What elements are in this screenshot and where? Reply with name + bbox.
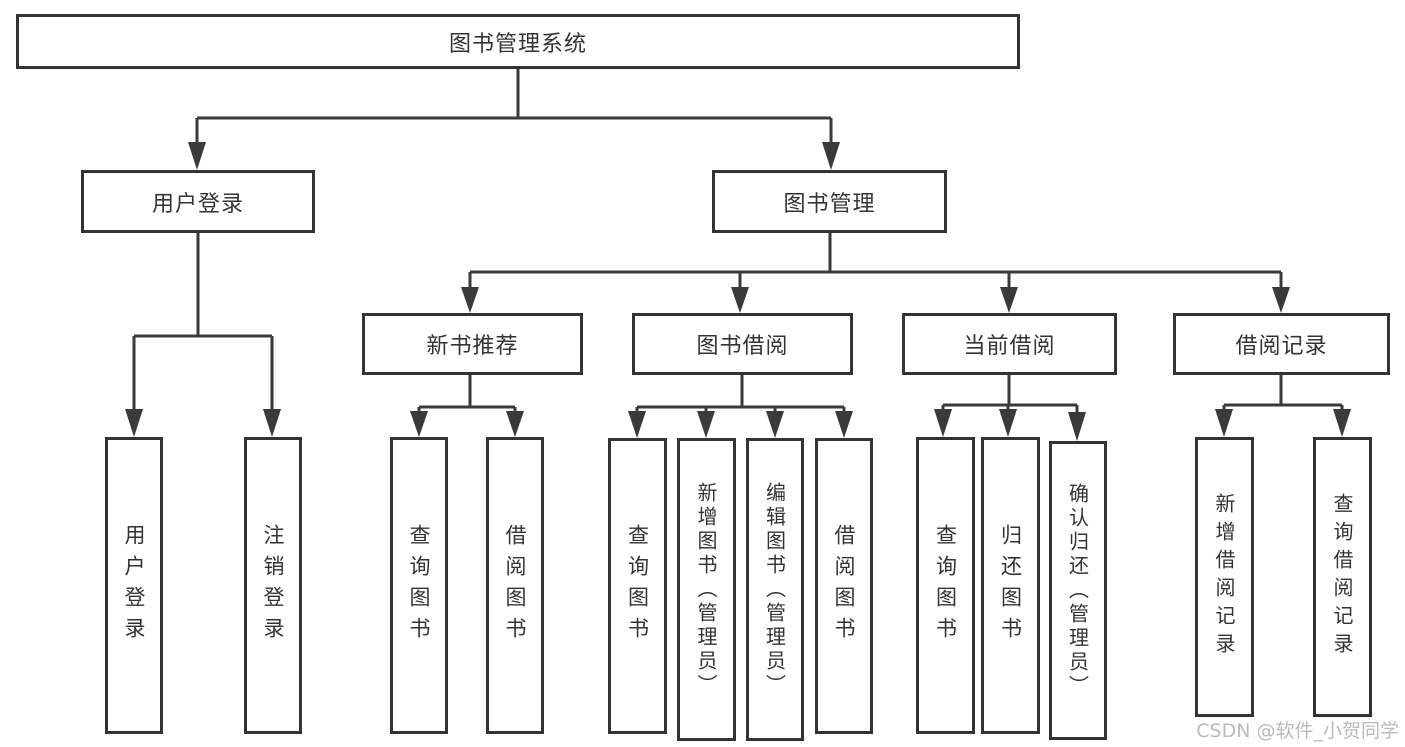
connector-new-book-rec-trunk (419, 375, 515, 409)
node-new-book-rec: 新书推荐 (362, 313, 583, 375)
node-current-borrow-label: 当前借阅 (963, 334, 1056, 359)
node-root: 图书管理系统 (16, 14, 1020, 69)
leaf-logout-label: 注销登录 (261, 523, 285, 648)
leaf-query-books-rec: 查询图书 (390, 437, 448, 734)
connector-current-borrow-trunk (943, 375, 1077, 407)
leaf-query-books-current: 查询图书 (916, 437, 975, 734)
arrowhead-leaf-user-login (125, 409, 143, 437)
leaf-query-books-rec-label: 查询图书 (407, 523, 431, 648)
leaf-borrow-books-rec: 借阅图书 (486, 437, 544, 734)
arrowhead-user-login (188, 142, 206, 170)
connector-user-login-trunk (134, 233, 272, 338)
arrowhead-leaf-borrow-books (835, 411, 853, 438)
arrowhead-leaf-logout (263, 409, 281, 437)
node-user-login-label: 用户登录 (151, 191, 244, 217)
node-user-login: 用户登录 (81, 170, 315, 233)
node-book-borrow-label: 图书借阅 (696, 334, 789, 359)
leaf-user-login: 用户登录 (105, 437, 163, 734)
connector-book-mgmt-trunk (470, 233, 1281, 274)
leaf-confirm-return: 确认归还（管理员） (1049, 441, 1107, 740)
arrowhead-leaf-add-books (697, 411, 715, 438)
arrowhead-leaf-borrow-books-rec (506, 411, 524, 437)
arrowhead-leaf-return-books (999, 409, 1017, 437)
node-current-borrow: 当前借阅 (902, 313, 1117, 375)
node-borrow-records-label: 借阅记录 (1235, 334, 1328, 359)
leaf-edit-books: 编辑图书（管理员） (746, 438, 804, 741)
connector-book-borrow-trunk (637, 375, 844, 409)
arrowhead-leaf-add-borrow-record (1215, 409, 1233, 437)
leaf-query-borrow-record-label: 查询借阅记录 (1330, 493, 1354, 661)
arrowhead-book-borrow (731, 287, 749, 313)
node-book-borrow: 图书借阅 (632, 313, 853, 375)
arrowhead-leaf-query-borrow-record (1333, 409, 1351, 437)
leaf-add-books-label: 新增图书（管理员） (694, 481, 718, 698)
leaf-logout: 注销登录 (244, 437, 302, 734)
leaf-confirm-return-label: 确认归还（管理员） (1065, 482, 1090, 699)
leaf-borrow-books-label: 借阅图书 (832, 524, 856, 648)
arrowhead-book-mgmt (822, 142, 840, 170)
leaf-query-borrow-record: 查询借阅记录 (1313, 437, 1372, 717)
arrowhead-borrow-records (1272, 287, 1290, 313)
arrowhead-leaf-edit-books (766, 411, 784, 438)
leaf-borrow-books-rec-label: 借阅图书 (503, 523, 527, 648)
connector-root-trunk (197, 69, 831, 120)
leaf-query-books-current-label: 查询图书 (933, 523, 958, 648)
node-book-mgmt-label: 图书管理 (783, 191, 876, 217)
arrowhead-leaf-query-books-rec (410, 411, 428, 437)
leaf-add-borrow-record: 新增借阅记录 (1195, 437, 1254, 717)
leaf-user-login-label: 用户登录 (122, 523, 146, 648)
arrowhead-leaf-query-books-borrow (628, 411, 646, 438)
leaf-query-books-borrow-label: 查询图书 (625, 524, 650, 648)
node-borrow-records: 借阅记录 (1173, 313, 1390, 375)
node-book-mgmt: 图书管理 (712, 170, 947, 233)
leaf-add-borrow-record-label: 新增借阅记录 (1212, 493, 1236, 661)
node-root-label: 图书管理系统 (448, 31, 587, 57)
leaf-edit-books-label: 编辑图书（管理员） (762, 481, 787, 698)
leaf-add-books: 新增图书（管理员） (677, 438, 736, 741)
connector-borrow-records-trunk (1224, 375, 1342, 407)
csdn-watermark: CSDN @软件_小贺同学 (1196, 720, 1399, 742)
leaf-query-books-borrow: 查询图书 (608, 438, 667, 734)
arrowhead-new-book-rec (461, 287, 479, 313)
arrowhead-leaf-query-books-current (934, 409, 952, 437)
node-new-book-rec-label: 新书推荐 (426, 334, 519, 359)
leaf-return-books-label: 归还图书 (998, 523, 1023, 648)
arrowhead-current-borrow (1000, 287, 1018, 313)
arrowhead-leaf-confirm-return (1068, 412, 1086, 441)
leaf-borrow-books: 借阅图书 (815, 438, 873, 734)
leaf-return-books: 归还图书 (981, 437, 1040, 734)
